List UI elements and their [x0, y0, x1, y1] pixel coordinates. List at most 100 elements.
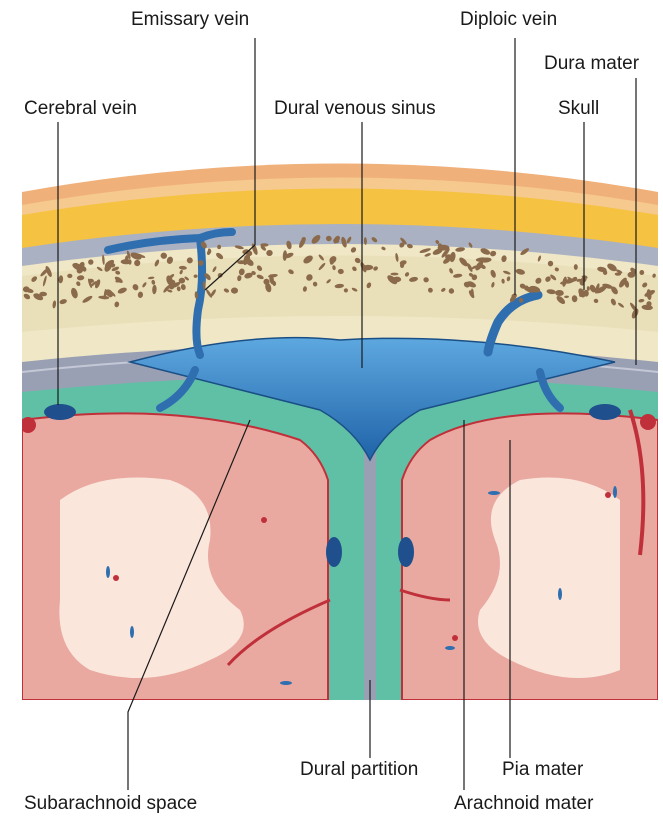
small-vein: [613, 486, 617, 498]
dural-venous-sinus: [127, 336, 616, 462]
bone-pore: [212, 266, 217, 273]
label-skull: Skull: [558, 98, 600, 119]
bone-pore: [578, 288, 586, 298]
bone-pore: [147, 276, 155, 280]
bone-pore: [373, 266, 378, 271]
bone-pore: [265, 282, 272, 293]
bone-pore: [217, 244, 222, 250]
bone-pore: [610, 298, 616, 306]
bone-pore: [200, 241, 207, 249]
bone-pore: [619, 279, 626, 288]
bone-pore: [59, 299, 67, 305]
bone-pore: [518, 297, 524, 303]
bone-pore: [459, 257, 468, 267]
bone-pore: [134, 253, 146, 258]
bone-pore: [302, 286, 307, 292]
bone-pore: [284, 252, 294, 259]
bone-pore: [490, 269, 496, 278]
bone-pore: [198, 260, 204, 266]
bone-pore: [234, 245, 244, 250]
bone-pore: [437, 244, 450, 251]
diploic-vein-vessel: [483, 290, 543, 357]
bone-pore: [556, 295, 566, 305]
dural-partition-core: [364, 440, 376, 700]
bone-pore: [470, 288, 474, 297]
bone-pore: [455, 247, 465, 252]
label-dura-mater: Dura mater: [544, 53, 640, 74]
bone-pore: [180, 284, 186, 291]
bone-pore: [638, 298, 645, 303]
bone-pore: [501, 278, 505, 284]
bone-pore: [76, 281, 81, 286]
bone-pore: [94, 279, 101, 289]
bone-pore: [114, 301, 120, 308]
bone-pore: [286, 240, 292, 250]
bone-pore: [519, 283, 526, 289]
label-dural-venous-sinus: Dural venous sinus: [274, 98, 436, 119]
bone-pore: [363, 237, 367, 245]
bone-pore: [134, 259, 141, 267]
bone-pore: [311, 234, 321, 244]
bone-pore: [172, 282, 181, 288]
bone-pore: [22, 286, 30, 293]
label-cerebral-vein: Cerebral vein: [24, 98, 137, 119]
bone-pore: [515, 268, 525, 275]
bone-pore: [343, 288, 349, 293]
bone-pore: [104, 262, 112, 272]
bone-pore: [23, 293, 31, 300]
bone-pore: [88, 259, 94, 265]
bone-pore: [602, 283, 613, 289]
label-emissary-vein: Emissary vein: [131, 9, 250, 30]
bone-pore: [468, 273, 474, 277]
bone-pore: [571, 295, 578, 303]
bone-pore: [475, 257, 488, 262]
bone-pore: [184, 276, 189, 281]
bone-pore: [480, 264, 486, 270]
bone-pore: [390, 272, 399, 276]
bone-pore: [404, 272, 410, 277]
bone-pore: [399, 263, 405, 268]
bone-pore: [217, 272, 223, 278]
leader-subarachnoid-space: [127, 419, 251, 790]
leader-emissary-vein-b: [204, 244, 256, 291]
bone-pore: [206, 250, 211, 255]
bone-pore: [597, 266, 607, 273]
cerebral-vein-right-bridge: [536, 368, 564, 412]
bone-pore: [39, 291, 47, 297]
bone-pore: [154, 259, 160, 267]
bone-pore: [251, 271, 256, 275]
bone-pore: [194, 291, 198, 299]
bone-pore: [537, 255, 542, 262]
bone-pore: [120, 259, 132, 265]
bone-pore: [238, 268, 245, 276]
bone-pore: [611, 286, 618, 295]
bone-pore: [564, 295, 569, 299]
label-dural-partition: Dural partition: [300, 759, 419, 780]
bone-pore: [256, 274, 264, 280]
bone-pore: [202, 280, 206, 290]
bone-pore: [480, 248, 491, 255]
bone-pore: [546, 289, 556, 295]
bone-pore: [423, 277, 429, 283]
small-vessel: [113, 575, 119, 581]
bone-pore: [216, 252, 224, 260]
bone-pore: [126, 250, 131, 260]
bone-pore: [152, 284, 157, 295]
bone-pore: [443, 257, 451, 264]
bone-pore: [341, 236, 347, 248]
small-vein: [488, 491, 500, 495]
bone-pore: [282, 250, 288, 261]
bone-pore: [366, 282, 372, 289]
bone-pore: [491, 281, 495, 288]
small-vessel: [452, 635, 458, 641]
bone-pore: [337, 268, 344, 275]
bone-pore: [547, 260, 554, 267]
bone-pore: [31, 276, 38, 282]
bone-pore: [616, 269, 623, 274]
small-vein: [558, 588, 562, 600]
small-vein: [445, 646, 455, 650]
bone-pore: [111, 266, 120, 272]
bone-pore: [642, 282, 648, 288]
bone-pore: [607, 263, 617, 272]
